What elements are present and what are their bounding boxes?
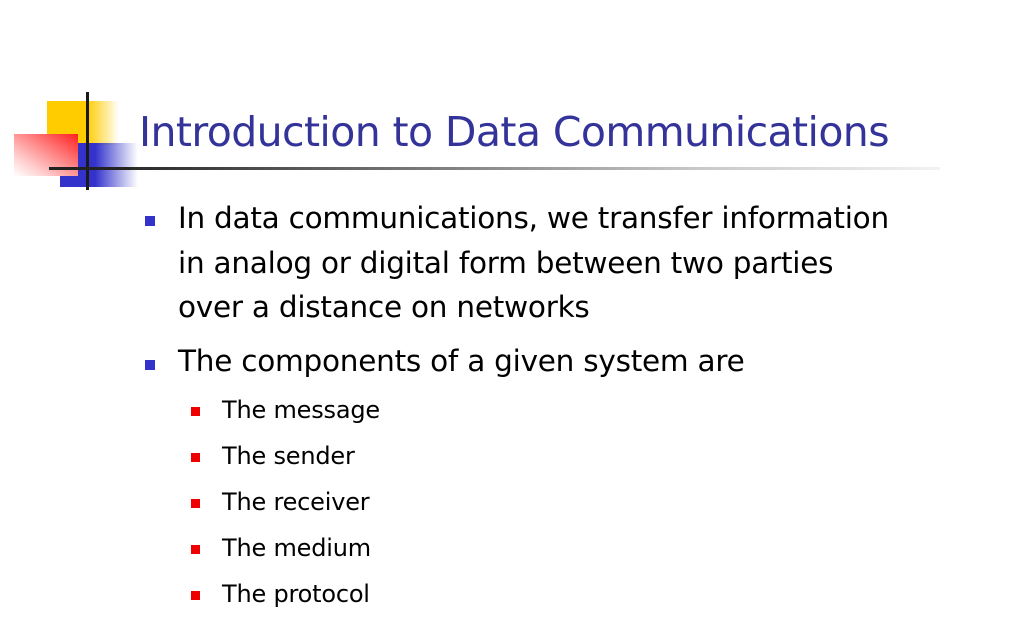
sub-bullet-receiver: The receiver bbox=[222, 488, 370, 516]
red-square-bullet-icon bbox=[191, 499, 200, 508]
red-square-bullet-icon bbox=[191, 453, 200, 462]
bullet-1-line-1: In data communications, we transfer info… bbox=[178, 201, 889, 235]
title-underline-rule bbox=[130, 167, 940, 170]
blue-square-bullet-icon bbox=[145, 360, 155, 370]
red-square-bullet-icon bbox=[191, 545, 200, 554]
red-square-bullet-icon bbox=[191, 407, 200, 416]
sub-bullet-protocol: The protocol bbox=[222, 580, 370, 608]
logo-vertical-line bbox=[86, 92, 89, 190]
slide-title: Introduction to Data Communications bbox=[139, 108, 890, 156]
blue-square-bullet-icon bbox=[145, 216, 155, 226]
sub-bullet-medium: The medium bbox=[222, 534, 371, 562]
decorative-squares-crosshair-icon bbox=[0, 0, 160, 200]
red-square-bullet-icon bbox=[191, 591, 200, 600]
sub-bullet-message: The message bbox=[222, 396, 380, 424]
bullet-1-line-3: over a distance on networks bbox=[178, 290, 590, 324]
logo-horizontal-line bbox=[49, 167, 139, 170]
bullet-2-line-1: The components of a given system are bbox=[178, 344, 745, 378]
sub-bullet-sender: The sender bbox=[222, 442, 355, 470]
bullet-1-line-2: in analog or digital form between two pa… bbox=[178, 246, 834, 280]
